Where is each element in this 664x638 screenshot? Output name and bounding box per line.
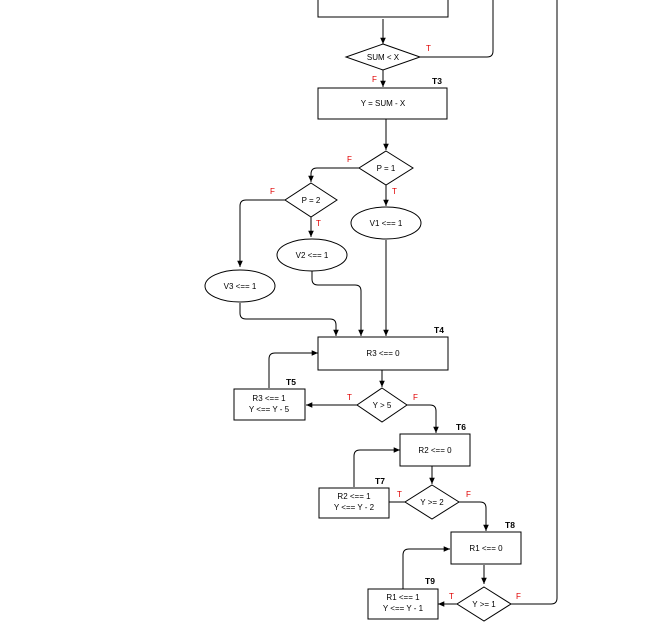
- decision-y-ge-2-label: Y >= 2: [420, 498, 444, 507]
- branch-y1-true: T: [449, 592, 454, 601]
- decision-y-ge-1-label: Y >= 1: [472, 600, 496, 609]
- process-r2-clear: [399, 433, 471, 467]
- branch-y2-false: F: [466, 490, 471, 499]
- process-r2-set-line2: Y <== Y - 2: [334, 503, 375, 512]
- process-y-sum-minus-x-label: Y = SUM - X: [361, 99, 406, 108]
- branch-y1-false: F: [516, 592, 521, 601]
- top-process-box: [317, 0, 449, 18]
- decision-y-ge-1: [456, 586, 512, 622]
- tag-t4: T4: [434, 325, 444, 335]
- process-r2-clear-label: R2 <== 0: [418, 446, 452, 455]
- process-y-sum-minus-x: [317, 87, 448, 120]
- decision-sum-lt-x: [344, 43, 422, 71]
- ellipse-v3-assign-label: V3 <== 1: [224, 282, 257, 291]
- decision-p-eq-1: [358, 150, 414, 186]
- process-r3-set: [233, 388, 306, 421]
- branch-y5-true: T: [347, 393, 352, 402]
- edge-r3set-loop: [268, 350, 318, 388]
- edge-p2-false: [237, 199, 285, 267]
- ellipse-v3-assign: [204, 269, 276, 303]
- decision-p-eq-2: [284, 182, 338, 218]
- ellipse-v1-assign: [350, 206, 422, 240]
- edge-v2-to-r3: [311, 271, 364, 336]
- ellipse-v2-assign-label: V2 <== 1: [296, 251, 329, 260]
- nodes: SUM < X Y = SUM - X P = 1 P = 2 V1 <== 1…: [204, 0, 522, 622]
- branch-p2-false: F: [270, 187, 275, 196]
- decision-p-eq-1-label: P = 1: [377, 164, 396, 173]
- tag-t6: T6: [456, 422, 466, 432]
- decision-p-eq-2-label: P = 2: [302, 196, 321, 205]
- edge-sum-check-true-loop: [420, 0, 494, 58]
- edge-y1-false-loop: [511, 0, 558, 605]
- tag-t5: T5: [286, 377, 296, 387]
- tag-t8: T8: [505, 520, 515, 530]
- edge-r1set-loop: [402, 546, 450, 589]
- process-r1-clear: [450, 531, 522, 565]
- branch-sum-check-false: F: [372, 75, 377, 84]
- branch-y5-false: F: [413, 393, 418, 402]
- edge-p1-false: [308, 167, 359, 182]
- process-r1-set: [367, 588, 439, 620]
- edge-y5-false: [407, 404, 439, 433]
- edge-r2set-loop: [353, 447, 400, 487]
- edge-v3-to-r3: [239, 303, 339, 336]
- tag-t3: T3: [432, 76, 442, 86]
- process-r1-clear-label: R1 <== 0: [469, 544, 503, 553]
- decision-y-gt-5-label: Y > 5: [373, 401, 392, 410]
- process-r2-set: [318, 487, 390, 519]
- process-r2-set-line1: R2 <== 1: [337, 492, 371, 501]
- decision-y-ge-2: [404, 484, 460, 520]
- state-tags: T3 T4 T5 T6 T7 T8 T9: [286, 76, 515, 586]
- tag-t7: T7: [375, 476, 385, 486]
- branch-p1-false: F: [347, 155, 352, 164]
- tag-t9: T9: [425, 576, 435, 586]
- decision-sum-lt-x-label: SUM < X: [367, 53, 400, 62]
- edges: [237, 0, 558, 607]
- branch-p1-true: T: [392, 187, 397, 196]
- process-r1-set-line1: R1 <== 1: [386, 593, 420, 602]
- ellipse-v1-assign-label: V1 <== 1: [370, 219, 403, 228]
- decision-y-gt-5: [356, 387, 408, 423]
- branch-p2-true: T: [316, 219, 321, 228]
- process-r3-set-line2: Y <== Y - 5: [249, 405, 290, 414]
- branch-labels: T F F T F T T F T F T F: [270, 44, 521, 601]
- process-r3-clear-label: R3 <== 0: [366, 349, 400, 358]
- branch-y2-true: T: [397, 490, 402, 499]
- ellipse-v2-assign: [276, 238, 348, 272]
- branch-sum-check-true: T: [426, 44, 431, 53]
- process-r3-set-line1: R3 <== 1: [252, 394, 286, 403]
- edge-y2-false: [459, 501, 489, 531]
- process-r3-clear: [317, 336, 449, 371]
- process-r1-set-line2: Y <== Y - 1: [383, 604, 424, 613]
